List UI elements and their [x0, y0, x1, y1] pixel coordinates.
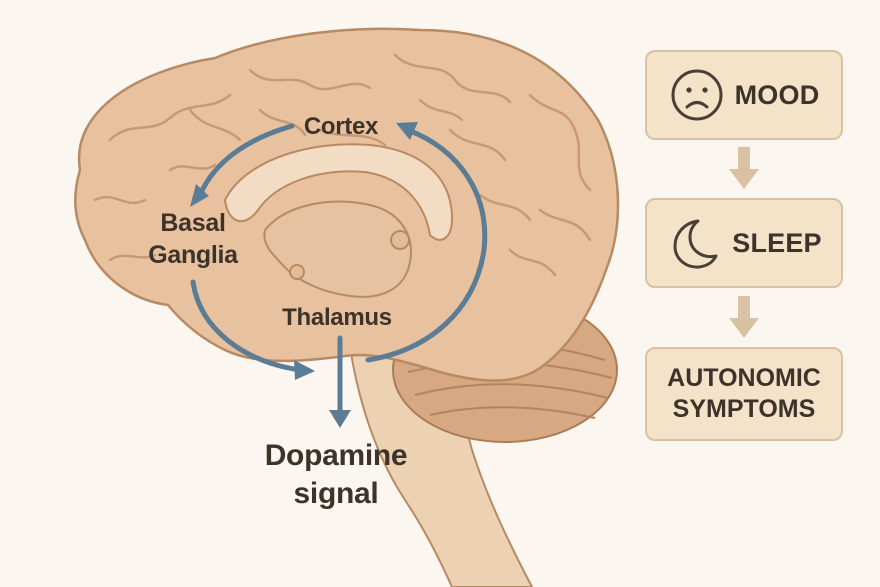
dopamine-line1: Dopamine — [264, 439, 408, 472]
autonomic-line2: SYMPTOMS — [672, 395, 816, 423]
arrow-thalamus-to-cortex — [365, 127, 488, 363]
mood-box: MOOD — [645, 50, 843, 140]
cortex-label: Cortex — [303, 113, 379, 140]
sleep-box: SLEEP — [645, 198, 843, 288]
dopamine-signal-label: Dopamine signal — [236, 437, 436, 513]
gyri-folds — [93, 53, 592, 277]
arrowhead-basal — [190, 184, 209, 207]
arrow-basal-to-thalamus — [190, 279, 303, 373]
arrow-cortex-to-basal — [197, 123, 295, 198]
connector-arrow-1 — [729, 147, 759, 189]
mood-text: MOOD — [734, 79, 820, 110]
crescent-moon-icon — [673, 219, 718, 269]
thalamus-label: Thalamus — [282, 304, 392, 331]
arrowhead-dopamine — [329, 410, 351, 428]
connector-arrow-2 — [729, 296, 759, 338]
basal-line1: Basal — [160, 209, 226, 237]
autonomic-line1: AUTONOMIC — [667, 364, 821, 392]
circuit-arrows — [190, 123, 488, 413]
basal-line2: Ganglia — [148, 241, 238, 269]
basal-ganglia-label: Basal Ganglia — [128, 207, 258, 271]
arrowhead-cortex — [396, 122, 418, 140]
arrowhead-thalamus — [294, 360, 315, 380]
autonomic-text: AUTONOMIC SYMPTOMS — [667, 363, 821, 425]
dopamine-line2: signal — [293, 477, 379, 510]
sad-face-icon — [671, 69, 723, 121]
sleep-text: SLEEP — [732, 227, 822, 258]
autonomic-symptoms-box: AUTONOMIC SYMPTOMS — [645, 347, 843, 441]
corpus-callosum — [223, 143, 454, 241]
